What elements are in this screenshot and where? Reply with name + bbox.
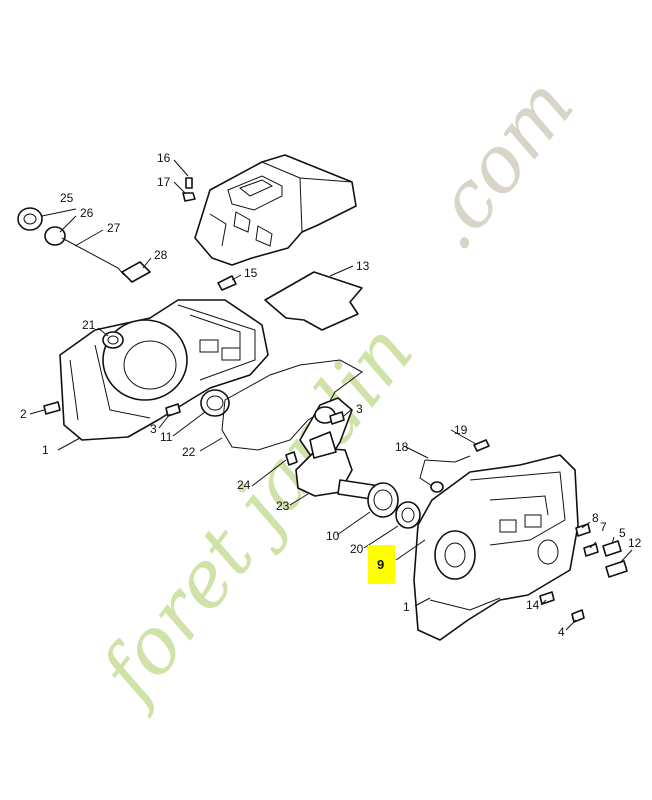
callout-12: 12 xyxy=(628,536,642,550)
screw-15 xyxy=(217,275,237,291)
callout-24: 24 xyxy=(237,478,251,492)
callout-27: 27 xyxy=(107,221,121,235)
watermark-gray-text: .com xyxy=(404,62,592,267)
nut-17 xyxy=(182,192,196,202)
callout-3-right: 3 xyxy=(356,402,363,416)
screw-16 xyxy=(185,177,193,189)
callout-5: 5 xyxy=(619,526,626,540)
callout-8: 8 xyxy=(592,511,599,525)
callout-14: 14 xyxy=(526,598,540,612)
key-24 xyxy=(285,451,298,466)
callout-28: 28 xyxy=(154,248,168,262)
callout-21: 21 xyxy=(82,318,96,332)
callout-2: 2 xyxy=(20,407,27,421)
callout-17: 17 xyxy=(157,175,171,189)
control-rod-27 xyxy=(61,237,125,276)
callout-22: 22 xyxy=(182,445,196,459)
callout-11: 11 xyxy=(160,430,173,444)
ball-bearing-11 xyxy=(200,389,230,417)
dowel-7 xyxy=(583,543,599,557)
pin-3-left xyxy=(165,403,181,417)
callout-9: 9 xyxy=(377,557,384,572)
callout-13: 13 xyxy=(356,259,370,273)
cylinder-shroud xyxy=(194,154,357,266)
ball-bearing-10 xyxy=(367,482,399,518)
dowel-8 xyxy=(575,523,591,537)
callout-19: 19 xyxy=(454,423,468,437)
oil-hose xyxy=(419,455,471,493)
callout-1-left: 1 xyxy=(42,443,49,457)
callout-7: 7 xyxy=(600,520,607,534)
callout-3-left: 3 xyxy=(150,422,157,436)
callout-15: 15 xyxy=(244,266,258,280)
oil-seal-20 xyxy=(395,501,421,529)
stud-5 xyxy=(602,540,622,557)
clip-28 xyxy=(121,261,151,283)
spiked-bumper-25 xyxy=(17,207,43,231)
callout-4: 4 xyxy=(558,625,565,639)
callout-labels: 16 17 25 26 27 28 15 13 21 2 1 3 11 22 3… xyxy=(20,151,642,639)
callout-23: 23 xyxy=(276,499,290,513)
pin-3-right xyxy=(329,411,345,425)
callout-1-right: 1 xyxy=(403,600,410,614)
callout-26: 26 xyxy=(80,206,94,220)
screw-14 xyxy=(539,591,555,605)
callout-10: 10 xyxy=(326,529,340,543)
gasket xyxy=(264,271,363,331)
callout-18: 18 xyxy=(395,440,409,454)
plug-2 xyxy=(43,401,61,415)
right-crankcase xyxy=(413,454,579,641)
callout-20: 20 xyxy=(350,542,364,556)
oil-pickup-nipple xyxy=(473,439,490,452)
leader-lines xyxy=(29,159,633,631)
pin-4 xyxy=(571,609,585,623)
highlight-box xyxy=(368,545,395,584)
stud-12 xyxy=(605,560,628,578)
callout-16: 16 xyxy=(157,151,171,165)
callout-25: 25 xyxy=(60,191,74,205)
